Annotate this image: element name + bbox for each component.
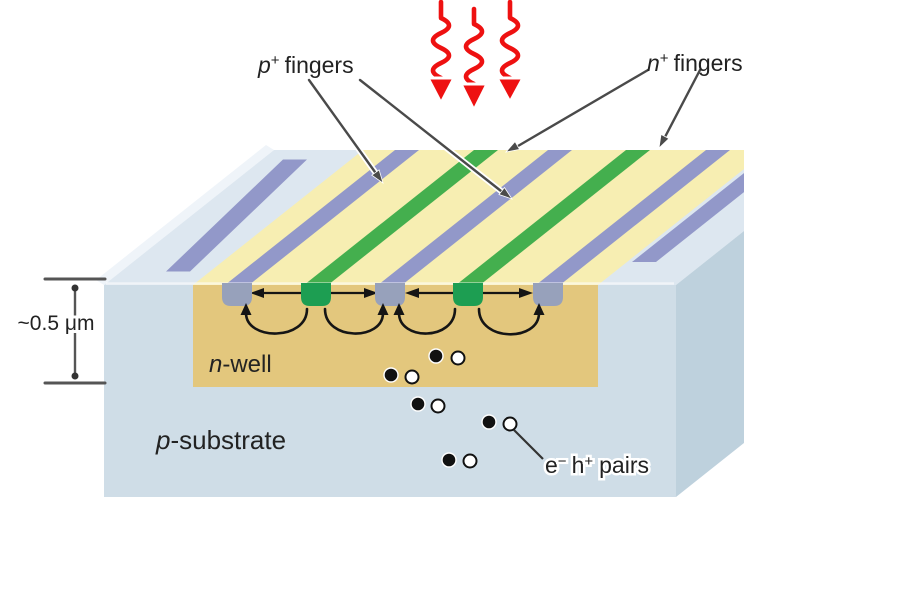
p-plus-contact	[222, 283, 252, 306]
eh-pair	[428, 348, 466, 366]
hole-dot	[430, 398, 446, 414]
p-fingers-pointer-line	[357, 77, 513, 200]
hole-dot	[404, 369, 420, 385]
p-fingers-label: p+fingers	[257, 52, 354, 78]
p-plus-contact	[375, 283, 405, 306]
electron-dot	[410, 396, 426, 412]
n-fingers-pointer-line	[504, 67, 651, 153]
incident-light-arrow	[495, 0, 525, 104]
dimension-end-dot	[71, 284, 79, 292]
n-plus-contact	[453, 283, 483, 306]
nwell-depth-dimension: ~0.5 μm	[15, 277, 107, 385]
hole-dot	[462, 453, 478, 469]
dimension-label: ~0.5 μm	[18, 312, 95, 335]
n-fingers-pointer-line	[658, 67, 703, 150]
n-plus-finger-stripe	[456, 150, 650, 285]
n-plus-contact	[301, 283, 331, 306]
hole-dot	[450, 350, 466, 366]
electron-dot	[383, 367, 399, 383]
eh-pairs-pointer-line	[513, 429, 544, 460]
eh-pair	[481, 414, 518, 432]
electron-dot	[428, 348, 444, 364]
image-crop-white-area	[744, 108, 913, 522]
p-plus-contact	[533, 283, 563, 306]
hole-dot	[502, 416, 518, 432]
eh-pair	[410, 396, 446, 414]
field-line-arc	[477, 303, 545, 336]
p-plus-finger-stripe	[166, 159, 307, 272]
p-substrate-label: p-substrate	[155, 425, 286, 455]
n-plus-finger-stripe	[304, 150, 498, 285]
eh-pair	[383, 367, 420, 385]
p-plus-finger-stripe	[225, 150, 419, 285]
p-plus-finger-stripe	[536, 150, 730, 285]
field-line-arc	[393, 303, 457, 335]
p-plus-finger-stripe	[378, 150, 572, 285]
field-line-arc	[323, 303, 389, 335]
n-well-label: n-well	[209, 351, 272, 378]
p-fingers-pointer-line	[306, 77, 384, 184]
dimension-end-dot	[71, 372, 79, 380]
n-fingers-label: n+fingers	[647, 50, 743, 76]
incident-light-arrow	[426, 0, 456, 105]
eh-pair	[441, 452, 478, 469]
left-edge-highlight	[96, 145, 274, 285]
electron-dot	[481, 414, 497, 430]
eh-pairs-label: e−h+pairs	[545, 452, 649, 478]
electron-dot	[441, 452, 457, 468]
field-line-arc	[240, 303, 309, 335]
incident-light-arrow	[459, 4, 489, 112]
